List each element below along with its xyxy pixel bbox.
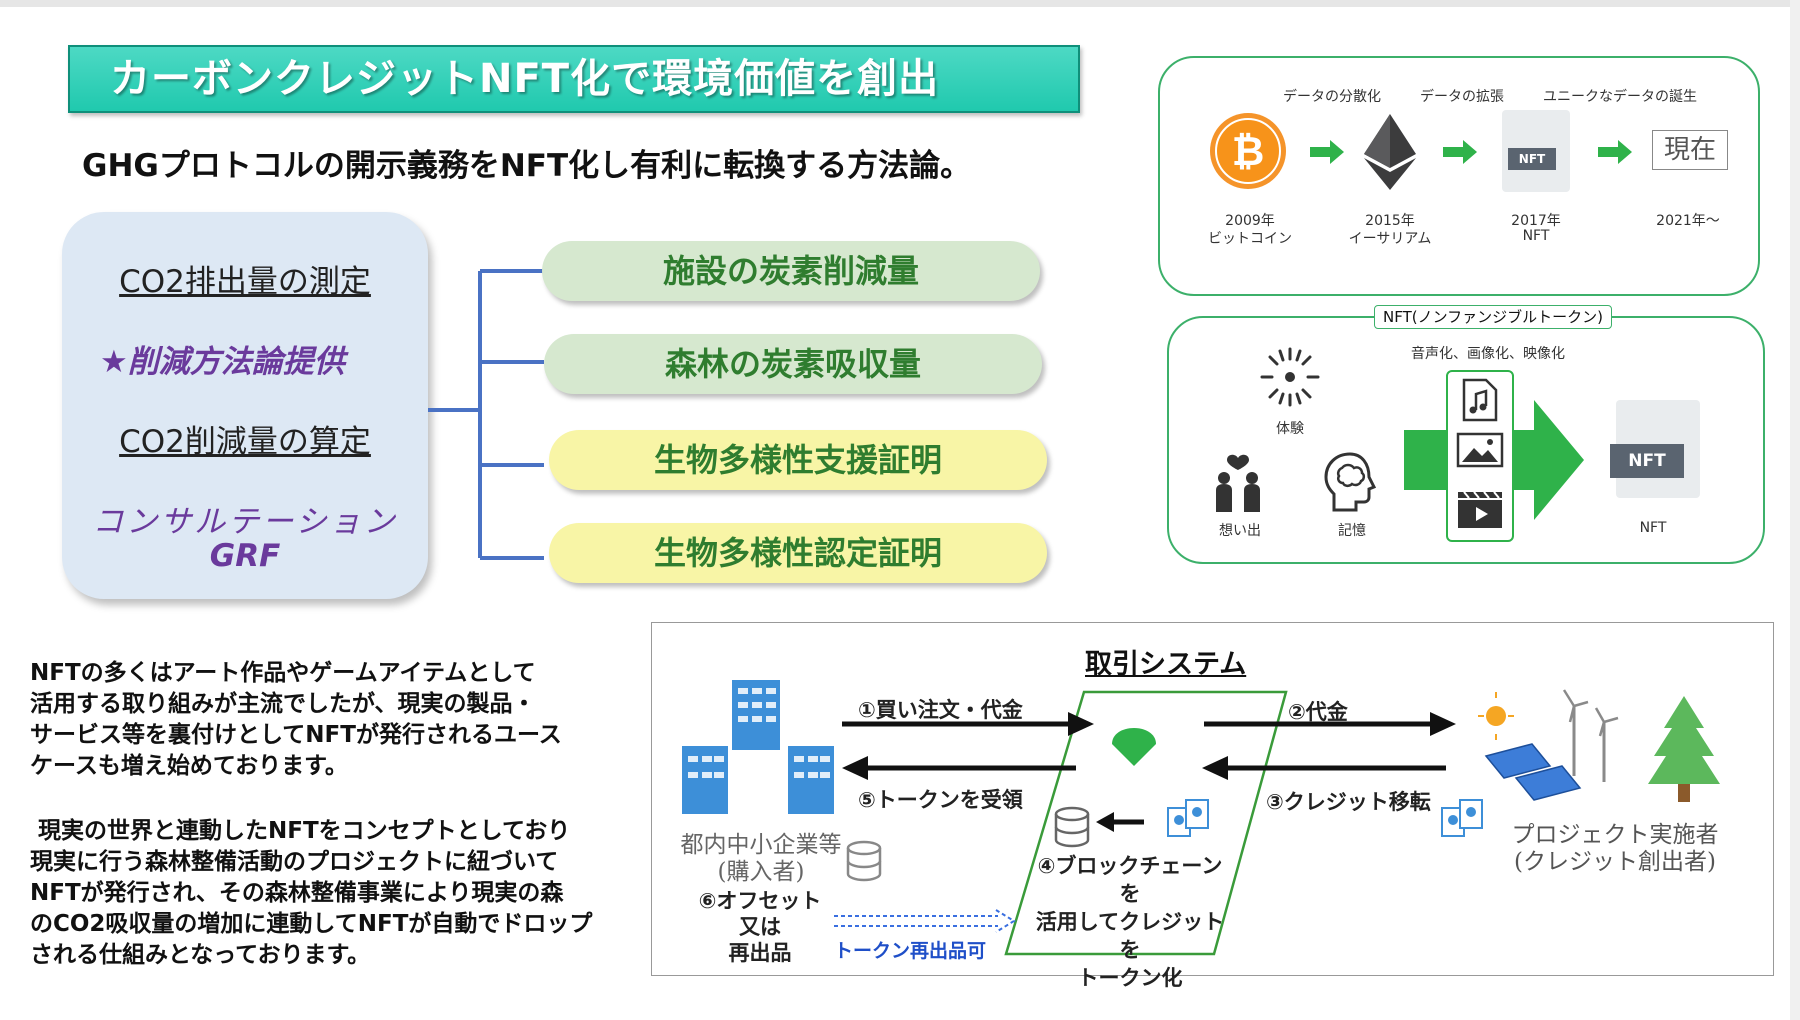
methodology-panel: CO2排出量の測定 ★削減方法論提供 CO2削減量の算定 コンサルテーション G…: [62, 212, 428, 599]
step-payment: ②代金: [1288, 700, 1348, 724]
paragraph-1-line: 活用する取り組みが主流でしたが、現実の製品・: [30, 691, 536, 717]
project-label-line: プロジェクト実施者: [1511, 822, 1719, 848]
paragraph-2-line: される仕組みとなっております。: [30, 942, 371, 968]
memory-label: 記憶: [1338, 523, 1366, 539]
current-label: 現在: [1652, 130, 1728, 170]
step-offset-line: 再出品: [728, 941, 792, 965]
step-offset-line: ⑥オフセット: [698, 889, 822, 913]
paragraph-2-line: 現実に行う森林整備活動のプロジェクトに紐づいて: [30, 849, 559, 875]
year-2009: 2009年: [1225, 213, 1275, 229]
nft-file-icon: NFT: [1502, 110, 1570, 192]
nft-badge: NFT: [1508, 148, 1556, 170]
database-icon: [846, 840, 882, 882]
nft-badge-large: NFT: [1610, 444, 1684, 478]
tree-icon: [1648, 696, 1720, 802]
couple-icon: [1216, 454, 1260, 512]
experience-label: 体験: [1276, 421, 1304, 437]
green-arrow-icon: [1598, 140, 1632, 164]
resale-label: トークン再出品可: [834, 940, 987, 962]
video-clapper-icon: [1458, 491, 1502, 528]
step-label-decentralize: データの分散化: [1283, 89, 1381, 105]
pill-biodiversity-certification: 生物多様性認定証明: [549, 523, 1047, 583]
experience-icon: [1260, 347, 1320, 407]
project-label: プロジェクト実施者 (クレジット創出者): [1500, 822, 1730, 876]
music-file-icon: [1462, 378, 1498, 422]
black-arrow-left-icon: [1096, 812, 1144, 832]
buyer-label-line: 都内中小企業等: [680, 832, 842, 858]
paragraph-1: NFTの多くはアート作品やゲームアイテムとして 活用する取り組みが主流でしたが、…: [30, 658, 640, 782]
green-arrow-icon: [1310, 140, 1344, 164]
panel-item-measurement: CO2排出量の測定: [119, 264, 371, 300]
year-2015: 2015年: [1365, 213, 1415, 229]
nft-history-box: [1158, 56, 1760, 296]
ethereum-icon: [1364, 114, 1416, 190]
green-arrow-icon: [1443, 140, 1477, 164]
panel-item-grf: GRF: [209, 538, 281, 574]
database-icon: [1054, 806, 1090, 848]
pill-forest-absorption: 森林の炭素吸収量: [544, 334, 1042, 394]
step-buy-order: ①買い注文・代金: [858, 698, 1023, 722]
top-border: [0, 0, 1800, 7]
solar-wind-icon: [1478, 689, 1619, 801]
pill-biodiversity-support: 生物多様性支援証明: [549, 430, 1047, 490]
step-offset: ⑥オフセット 又は 再出品: [680, 888, 840, 966]
paragraph-1-line: NFTの多くはアート作品やゲームアイテムとして: [30, 660, 536, 686]
step-receive-token: ⑤トークンを受領: [858, 788, 1023, 812]
tokyo-logo-icon: [1112, 728, 1156, 766]
step-tokenize-line: トークン化: [1077, 966, 1183, 990]
token-icons: [1441, 799, 1483, 837]
step-credit-transfer: ③クレジット移転: [1266, 790, 1431, 814]
pill-facility-reduction: 施設の炭素削減量: [542, 241, 1040, 301]
project-label-line: (クレジット創出者): [1514, 849, 1716, 875]
nft-caption: NFT: [1639, 520, 1667, 536]
nft-file-large-icon: NFT: [1610, 400, 1700, 498]
image-icon: [1456, 432, 1504, 468]
bracket-connector: [428, 269, 544, 560]
year-2021: 2021年〜: [1656, 213, 1720, 229]
step-label-extend: データの拡張: [1420, 89, 1504, 105]
dashed-arrow-icon: [834, 909, 1016, 933]
transaction-system-box: [651, 622, 1774, 976]
brain-head-icon: [1324, 452, 1377, 512]
paragraph-2-line: のCO2吸収量の増加に連動してNFTが自動でドロップ: [30, 911, 593, 937]
name-bitcoin: ビットコイン: [1208, 231, 1292, 247]
bitcoin-icon: ₿: [1210, 113, 1286, 189]
year-2017: 2017年: [1511, 213, 1561, 229]
title-banner: カーボンクレジットNFT化で環境価値を創出: [68, 45, 1080, 113]
paragraph-1-line: ケースも増え始めております。: [30, 753, 348, 779]
paragraph-2: 現実の世界と連動したNFTをコンセプトとしており 現実に行う森林整備活動のプロジ…: [30, 816, 640, 971]
nft-box-title: NFT(ノンファンジブルトークン): [1374, 305, 1613, 329]
blockchain-parallelogram: [1004, 690, 1288, 956]
paragraph-2-line: 現実の世界と連動したNFTをコンセプトとしており: [30, 818, 571, 844]
step-tokenize: ④ブロックチェーンを 活用してクレジットを トークン化: [1030, 852, 1230, 992]
media-caption: 音声化、画像化、映像化: [1411, 346, 1565, 362]
memories-label: 想い出: [1219, 523, 1261, 539]
name-nft: NFT: [1522, 228, 1550, 244]
step-tokenize-line: ④ブロックチェーンを: [1037, 854, 1223, 906]
token-icons: [1167, 799, 1209, 837]
arrows-left-pair: [842, 712, 1094, 780]
panel-item-calculation: CO2削減量の算定: [119, 424, 371, 460]
panel-item-consultation: コンサルテーション: [92, 504, 398, 540]
step-label-unique: ユニークなデータの誕生: [1543, 89, 1697, 105]
panel-item-methodology: ★削減方法論提供: [100, 344, 345, 380]
paragraph-1-line: サービス等を裏付けとしてNFTが発行されるユース: [30, 722, 562, 748]
buyer-label-line: (購入者): [717, 859, 805, 885]
arrows-right-pair: [1202, 712, 1456, 780]
subtitle: GHGプロトコルの開示義務をNFT化し有利に転換する方法論。: [82, 148, 972, 184]
paragraph-2-line: NFTが発行され、その森林整備事業により現実の森: [30, 880, 564, 906]
name-ethereum: イーサリアム: [1348, 231, 1432, 247]
page-title: カーボンクレジットNFT化で環境価値を創出: [110, 56, 940, 102]
step-offset-line: 又は: [739, 915, 781, 939]
transaction-title: 取引システム: [1085, 649, 1247, 680]
step-tokenize-line: 活用してクレジットを: [1035, 910, 1225, 962]
right-border: [1790, 0, 1800, 1020]
buyer-label: 都内中小企業等 (購入者): [676, 832, 846, 886]
svg-text:₿: ₿: [1232, 129, 1265, 175]
office-buildings-icon: [682, 680, 834, 814]
